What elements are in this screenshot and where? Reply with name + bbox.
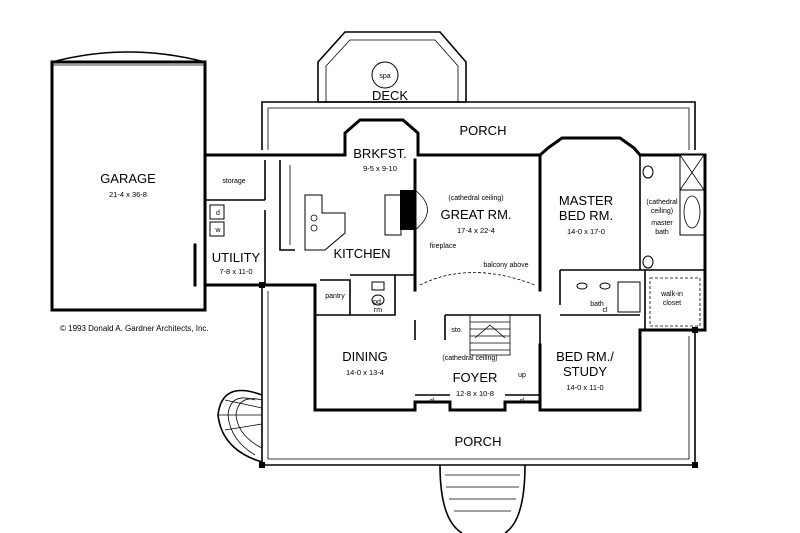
dryer bbox=[209, 204, 225, 220]
rear-porch-label: PORCH bbox=[460, 123, 507, 138]
side-steps bbox=[217, 389, 263, 463]
kitchen-label: KITCHEN bbox=[333, 246, 390, 261]
master-bath-note: (cathedral bbox=[646, 199, 678, 206]
master-bath-label: master bbox=[651, 220, 673, 227]
balcony-label: balcony above bbox=[483, 262, 528, 269]
master-bath-label-2: bath bbox=[655, 229, 669, 236]
bed-study-label: BED RM./ bbox=[556, 349, 614, 364]
stairs bbox=[469, 314, 511, 356]
dining-dims: 14-0 x 13-4 bbox=[346, 368, 384, 377]
dining-label: DINING bbox=[342, 349, 388, 364]
bed-study-label-2: STUDY bbox=[563, 364, 607, 379]
great-rm-note: (cathedral ceiling) bbox=[448, 195, 503, 202]
stair-up-label: up bbox=[518, 372, 526, 379]
closet-label-master: cl bbox=[602, 307, 608, 314]
great-rm-label: GREAT RM. bbox=[440, 207, 511, 222]
garage-dims: 21-4 x 36-8 bbox=[109, 190, 147, 199]
washer bbox=[209, 221, 225, 237]
front-steps bbox=[439, 464, 526, 533]
dryer-label: d bbox=[216, 210, 220, 217]
deck-label: DECK bbox=[372, 88, 408, 103]
fireplace-label: fireplace bbox=[430, 243, 457, 250]
foyer-dims: 12-8 x 10-8 bbox=[456, 389, 494, 398]
pd-rm-label-2: rm bbox=[374, 307, 382, 314]
closet-label-1: cl bbox=[429, 398, 435, 405]
front-porch-label: PORCH bbox=[455, 434, 502, 449]
garage bbox=[50, 51, 207, 312]
walk-in-label: walk-in bbox=[660, 291, 683, 298]
bath-label: bath bbox=[590, 301, 604, 308]
fixtures bbox=[209, 154, 705, 356]
walk-in-label-2: closet bbox=[663, 300, 681, 307]
rear-porch bbox=[261, 101, 696, 150]
brkfst-dims: 9-5 x 9-10 bbox=[363, 164, 397, 173]
pd-rm-label: pd. bbox=[373, 299, 383, 306]
storage-label: storage bbox=[222, 178, 245, 185]
range bbox=[384, 194, 402, 236]
room-labels: GARAGE 21-4 x 36-8 storage UTILITY 7-8 x… bbox=[60, 73, 683, 449]
pantry-label: pantry bbox=[325, 293, 345, 300]
bath-tub bbox=[617, 281, 641, 313]
brkfst-label: BRKFST. bbox=[353, 146, 406, 161]
exterior-walls bbox=[193, 118, 707, 412]
master-bed-dims: 14-0 x 17-0 bbox=[567, 227, 605, 236]
foyer-note: (cathedral ceiling) bbox=[442, 355, 497, 362]
closet-label-2: cl bbox=[519, 398, 525, 405]
utility-label: UTILITY bbox=[212, 250, 261, 265]
front-porch bbox=[259, 282, 698, 468]
spa-label: spa bbox=[379, 73, 390, 80]
master-bed-label-2: BED RM. bbox=[559, 208, 613, 223]
great-rm-dims: 17-4 x 22-4 bbox=[457, 226, 495, 235]
washer-label: w bbox=[214, 227, 221, 234]
interior-walls bbox=[205, 153, 705, 412]
master-bed-label: MASTER bbox=[559, 193, 613, 208]
storage-abbr-label: sto. bbox=[451, 327, 462, 334]
utility-dims: 7-8 x 11-0 bbox=[219, 267, 252, 276]
master-bath-note-2: ceiling) bbox=[651, 208, 673, 215]
garage-label: GARAGE bbox=[100, 171, 156, 186]
bed-study-dims: 14-0 x 11-0 bbox=[566, 383, 603, 392]
fireplace-hearth bbox=[400, 190, 415, 230]
spa bbox=[371, 61, 399, 89]
foyer-label: FOYER bbox=[453, 370, 498, 385]
kitchen-island bbox=[304, 194, 346, 251]
copyright: © 1993 Donald A. Gardner Architects, Inc… bbox=[60, 324, 209, 333]
